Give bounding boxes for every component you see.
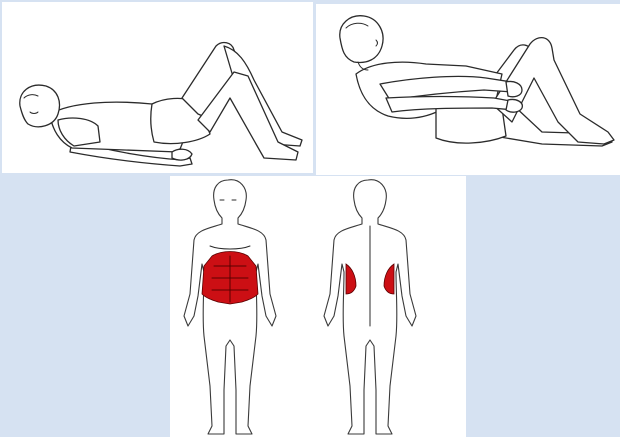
person-crunch-icon <box>316 4 620 175</box>
back-body-figure <box>324 180 416 434</box>
person-lying-icon <box>2 2 313 173</box>
anatomy-panel <box>170 176 466 437</box>
anatomy-front-back-icon <box>170 176 466 437</box>
start-position-panel <box>2 2 313 173</box>
end-position-panel <box>316 4 620 175</box>
front-body-figure <box>184 180 276 434</box>
